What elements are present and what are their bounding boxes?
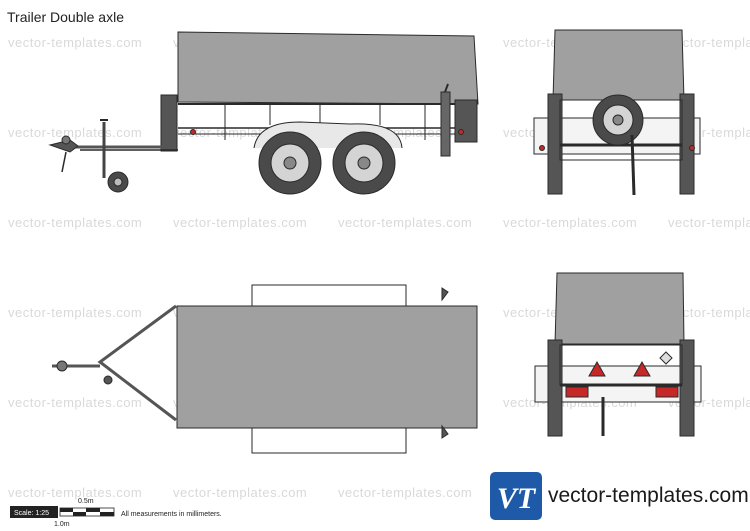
top-view [52, 284, 478, 454]
watermark-text: vector-templates.com [8, 395, 142, 410]
front-view [533, 29, 701, 196]
page-title: Trailer Double axle [7, 9, 124, 25]
logo-letters: VT [497, 482, 537, 515]
watermark-text: vector-templates.com [8, 305, 142, 320]
watermark-text: vector-templates.com [338, 215, 472, 230]
watermark-text: vector-templates.com [8, 35, 142, 50]
brand-site-name[interactable]: vector-templates.com [548, 484, 749, 507]
scale-one-meter: 1.0m [54, 521, 70, 528]
watermark-text: vector-templates.com [8, 485, 142, 500]
side-tarp [177, 31, 479, 105]
watermark-text: vector-templates.com [173, 485, 307, 500]
scale-half-meter: 0.5m [78, 498, 94, 505]
front-bumper [160, 94, 178, 152]
side-view [48, 31, 479, 195]
brand-logo: VT [490, 472, 542, 520]
top-tarp [176, 305, 478, 429]
watermark-text: vector-templates.com [503, 215, 637, 230]
watermark-text: vector-templates.com [8, 215, 142, 230]
watermark-text: vector-templates.com [668, 215, 750, 230]
watermark-text: vector-templates.com [8, 125, 142, 140]
scale-ratio: Scale: 1:25 [14, 510, 49, 517]
measurement-note: All measurements in millimeters. [121, 511, 222, 518]
watermark-text: vector-templates.com [668, 305, 750, 320]
watermark-text: vector-templates.com [173, 215, 307, 230]
watermark-text: vector-templates.com [668, 35, 750, 50]
watermark-text: vector-templates.com [338, 485, 472, 500]
rear-view [534, 272, 702, 437]
scale-bar: Scale: 1:25 0.5m 1.0m [10, 498, 115, 528]
